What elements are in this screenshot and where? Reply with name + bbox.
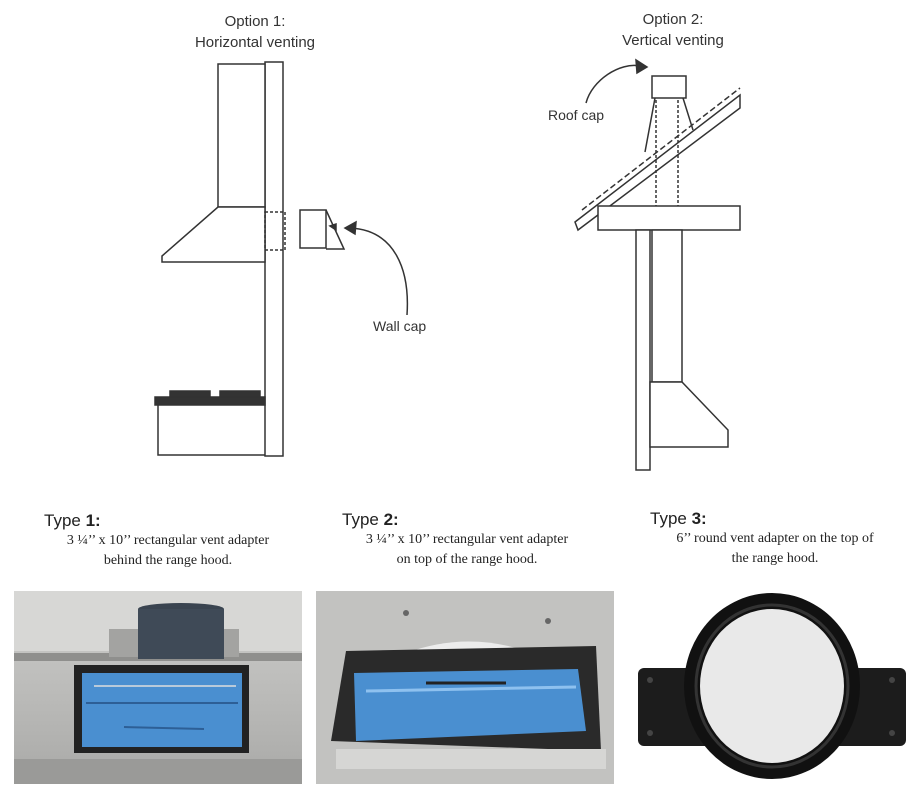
wall-cap-hood — [325, 209, 346, 250]
type1-title: Type 1: — [44, 511, 101, 530]
option1-subtitle: Horizontal venting — [194, 34, 316, 51]
burner-right — [219, 390, 261, 398]
type2-photo — [316, 591, 614, 784]
roof-cap-arrowhead — [635, 58, 649, 75]
wall-cap-box — [299, 209, 327, 249]
range-hood — [161, 206, 266, 263]
chimney-cover — [217, 63, 266, 208]
option1-caption: Option 1: Horizontal venting — [160, 11, 350, 53]
type2-title: Type 2: — [342, 510, 399, 529]
chimney-cover-2 — [651, 229, 683, 383]
cooktop — [154, 396, 266, 406]
option2-title: Option 2: — [642, 11, 704, 28]
type3-photo — [630, 588, 914, 784]
wall-cap-arrow — [349, 227, 409, 316]
type2-photo-art — [316, 591, 614, 784]
roof-shingles — [581, 87, 741, 211]
option1-title: Option 1: — [224, 13, 286, 30]
type3-caption: Type 3: 6’’ round vent adapter on the to… — [650, 509, 910, 569]
burner-left — [169, 390, 211, 398]
wall-cap-label: Wall cap — [373, 318, 427, 334]
roof-duct — [655, 100, 679, 206]
roof-cap-label: Roof cap — [548, 107, 605, 123]
wall — [264, 61, 284, 457]
type1-photo-art — [14, 591, 302, 784]
wall-cap-flap — [328, 222, 337, 232]
interior-wall — [635, 229, 651, 471]
horizontal-venting-diagram — [154, 61, 409, 457]
counter-cabinet — [157, 405, 265, 456]
option2-subtitle: Vertical venting — [622, 32, 724, 49]
type2-caption: Type 2: 3 ¼’’ x 10’’ rectangular vent ad… — [342, 510, 602, 570]
roof-cap — [651, 75, 687, 99]
type1-desc: 3 ¼’’ x 10’’ rectangular vent adapter be… — [66, 533, 270, 568]
wall-cap-arrowhead — [343, 220, 357, 236]
option2-caption: Option 2: Vertical venting — [578, 9, 768, 51]
roof-cap-arrow — [585, 64, 641, 104]
roof — [574, 93, 741, 232]
ceiling-beam — [597, 205, 741, 231]
venting-diagrams — [154, 58, 741, 471]
type3-desc: 6’’ round vent adapter on the top of the… — [676, 531, 874, 566]
type1-caption: Type 1: 3 ¼’’ x 10’’ rectangular vent ad… — [44, 511, 304, 571]
wall-duct — [264, 211, 286, 251]
type1-photo — [14, 591, 302, 784]
roof-cap-stand — [644, 97, 694, 153]
type3-title: Type 3: — [650, 509, 707, 528]
vertical-venting-diagram — [574, 58, 741, 471]
range-hood-2 — [649, 381, 729, 448]
type3-photo-art — [638, 593, 906, 779]
type2-desc: 3 ¼’’ x 10’’ rectangular vent adapter on… — [365, 532, 569, 567]
